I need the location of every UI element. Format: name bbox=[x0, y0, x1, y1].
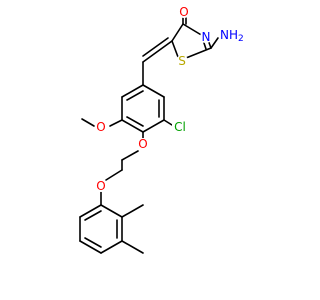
bond-ring2-d-double bbox=[84, 237, 102, 248]
atom-label-nh2-subscript: 2 bbox=[238, 34, 244, 44]
atom-n-ring: N bbox=[200, 30, 212, 44]
bond-c4-n3 bbox=[182, 23, 204, 37]
bond-ring2-f bbox=[79, 204, 102, 218]
bond-ring2-c bbox=[100, 240, 123, 254]
bond-c2-nh2 bbox=[210, 37, 219, 49]
bond-s1-c5 bbox=[171, 40, 179, 58]
bond-ring2-d bbox=[79, 240, 102, 254]
atom-label-o-carbonyl: O bbox=[179, 5, 188, 19]
atom-cl: Cl bbox=[172, 120, 188, 134]
atom-nh2: NH2 bbox=[219, 28, 244, 44]
atom-label-s-ring: S bbox=[178, 54, 186, 68]
bond-n3-c2-double bbox=[203, 42, 207, 50]
bonds bbox=[79, 16, 219, 254]
bond-o1-ch2 bbox=[121, 150, 139, 161]
atom-o-carbonyl: O bbox=[178, 5, 190, 19]
bond-o-ch3 bbox=[81, 118, 95, 127]
bond-ring2-f-double bbox=[84, 210, 102, 221]
atom-label-o-methoxy: O bbox=[96, 120, 105, 134]
bond-methyl-1 bbox=[121, 204, 144, 218]
bond-ring1-c bbox=[142, 119, 165, 133]
bond-ring1-a bbox=[142, 84, 165, 98]
bond-ring2-a bbox=[100, 204, 123, 218]
atom-s-ring: S bbox=[176, 54, 188, 68]
bond-methyl-2 bbox=[121, 240, 144, 254]
chemical-structure-diagram: O N NH2 S Cl O O O bbox=[79, 5, 244, 254]
bond-ch2-o2 bbox=[105, 169, 123, 181]
atom-label-o-ether-1: O bbox=[138, 137, 147, 151]
atom-o-ether-1: O bbox=[137, 137, 149, 151]
atom-o-ether-2: O bbox=[95, 179, 107, 193]
bond-ring1-f bbox=[121, 84, 144, 98]
bond-c2-s1 bbox=[185, 47, 212, 59]
bond-c-ome bbox=[109, 119, 123, 127]
atom-label-nh2-main: NH bbox=[220, 28, 238, 42]
bond-ring1-f-double bbox=[126, 90, 144, 101]
bond-c5-ch bbox=[142, 40, 173, 63]
atom-label-o-ether-2: O bbox=[96, 179, 105, 193]
bond-c5-ch-double bbox=[142, 37, 169, 57]
bond-ring1-d bbox=[121, 119, 144, 133]
atom-label-nh2: NH2 bbox=[220, 28, 244, 44]
bond-c-cl bbox=[163, 119, 173, 126]
atom-o-methoxy: O bbox=[95, 120, 107, 134]
bond-ring1-d-double bbox=[126, 116, 144, 127]
atom-label-cl: Cl bbox=[174, 120, 186, 134]
bond-c5-c4 bbox=[171, 23, 184, 42]
atom-labels: O N NH2 S Cl O O O bbox=[95, 5, 244, 193]
atom-label-n-ring: N bbox=[202, 30, 211, 44]
